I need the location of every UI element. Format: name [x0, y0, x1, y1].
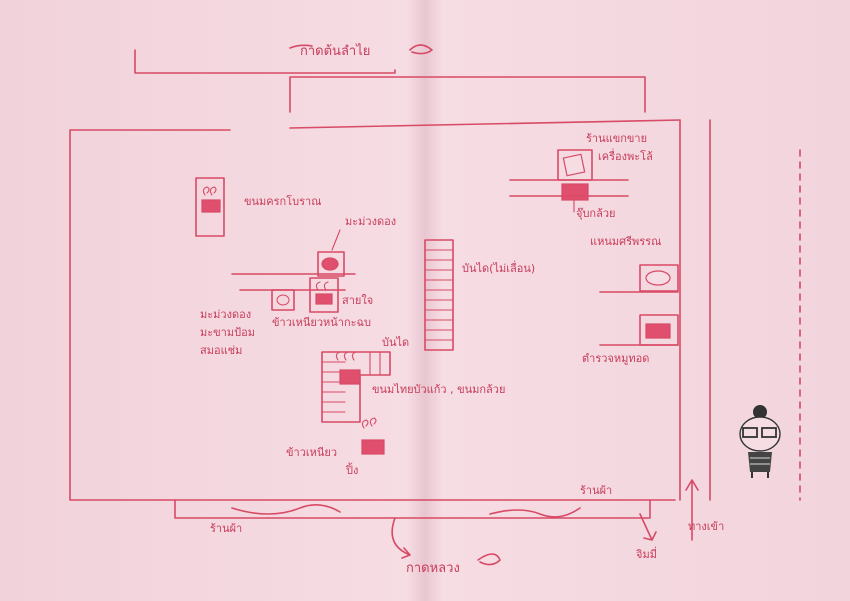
label-jim-mi: จิมมี่: [635, 546, 657, 561]
small-staircase: [321, 351, 391, 423]
market-right-wall: [679, 119, 711, 501]
road-bottom-label: กาดหลวง: [406, 561, 460, 576]
label-entrance: ทางเข้า: [688, 520, 724, 533]
girl-with-glasses-icon: [739, 405, 781, 478]
label-sai-jai: สายใจ: [342, 294, 373, 307]
road-top-arrow: [289, 44, 433, 55]
cloth-roll-left: [231, 504, 341, 515]
stall-khanom-sipan: [599, 264, 679, 293]
label-jub-kluai: จุ๊บกล้วย: [576, 207, 615, 220]
cloth-roll-right: [489, 507, 581, 518]
stall-mamuang-dong: [317, 251, 345, 277]
road-top-inner: [289, 76, 646, 113]
stall-souvenir: [509, 149, 629, 201]
label-somo-chueam: สมอแช่ม: [200, 344, 242, 357]
stall-tam-rub: [599, 314, 679, 346]
label-souvenir-1: ร้านแขกขาย: [586, 132, 647, 145]
label-cloth-shop-right: ร้านผ้า: [580, 484, 612, 497]
label-stairs-main: บันได(ไม่เลื่อน): [462, 260, 535, 275]
main-staircase: [424, 239, 454, 351]
label-khanom-bueang: ขนมครกโบราณ: [244, 194, 321, 208]
label-khanom-thai: ขนมไทยบัวแก้ว , ขนมกล้วย: [372, 383, 505, 396]
jim-mi-arrow: [639, 513, 657, 541]
label-ping: ปิ้ง: [345, 462, 358, 477]
label-khanom-sipan: แหนมศรีพรรณ: [590, 235, 661, 248]
label-makham-pom: มะขามป้อม: [200, 326, 255, 339]
label-mamuang-dong-2: มะม่วงดอง: [200, 308, 251, 321]
label-cloth-shop-left: ร้านผ้า: [210, 522, 242, 535]
market-outer-wall: [69, 119, 681, 519]
label-stairs-small: บันได: [382, 336, 409, 349]
stall-sai-jai: [309, 277, 339, 313]
label-mamuang-dong: มะม่วงดอง: [345, 215, 396, 228]
label-souvenir-2: เครื่องพะโล้: [598, 148, 653, 163]
stall-mamuang-dong-2: [271, 289, 295, 311]
label-khao-niao-ping: ข้าวเหนียว: [286, 446, 337, 459]
road-top-label: กาดต้นลำไย: [300, 43, 370, 59]
entrance-arrow: [685, 479, 699, 541]
stall-khanom-bueang: [195, 177, 225, 237]
road-bottom-arrow: [391, 517, 501, 566]
label-khao-niao-mamuang: ข้าวเหนียวหน้ากะฉบ: [272, 316, 371, 329]
road-top-edge: [134, 49, 396, 74]
pointer-line: [331, 229, 341, 251]
label-tam-rub: ตำรวจหมูทอด: [582, 352, 649, 365]
stall-khao-niao-ping: [361, 417, 385, 455]
